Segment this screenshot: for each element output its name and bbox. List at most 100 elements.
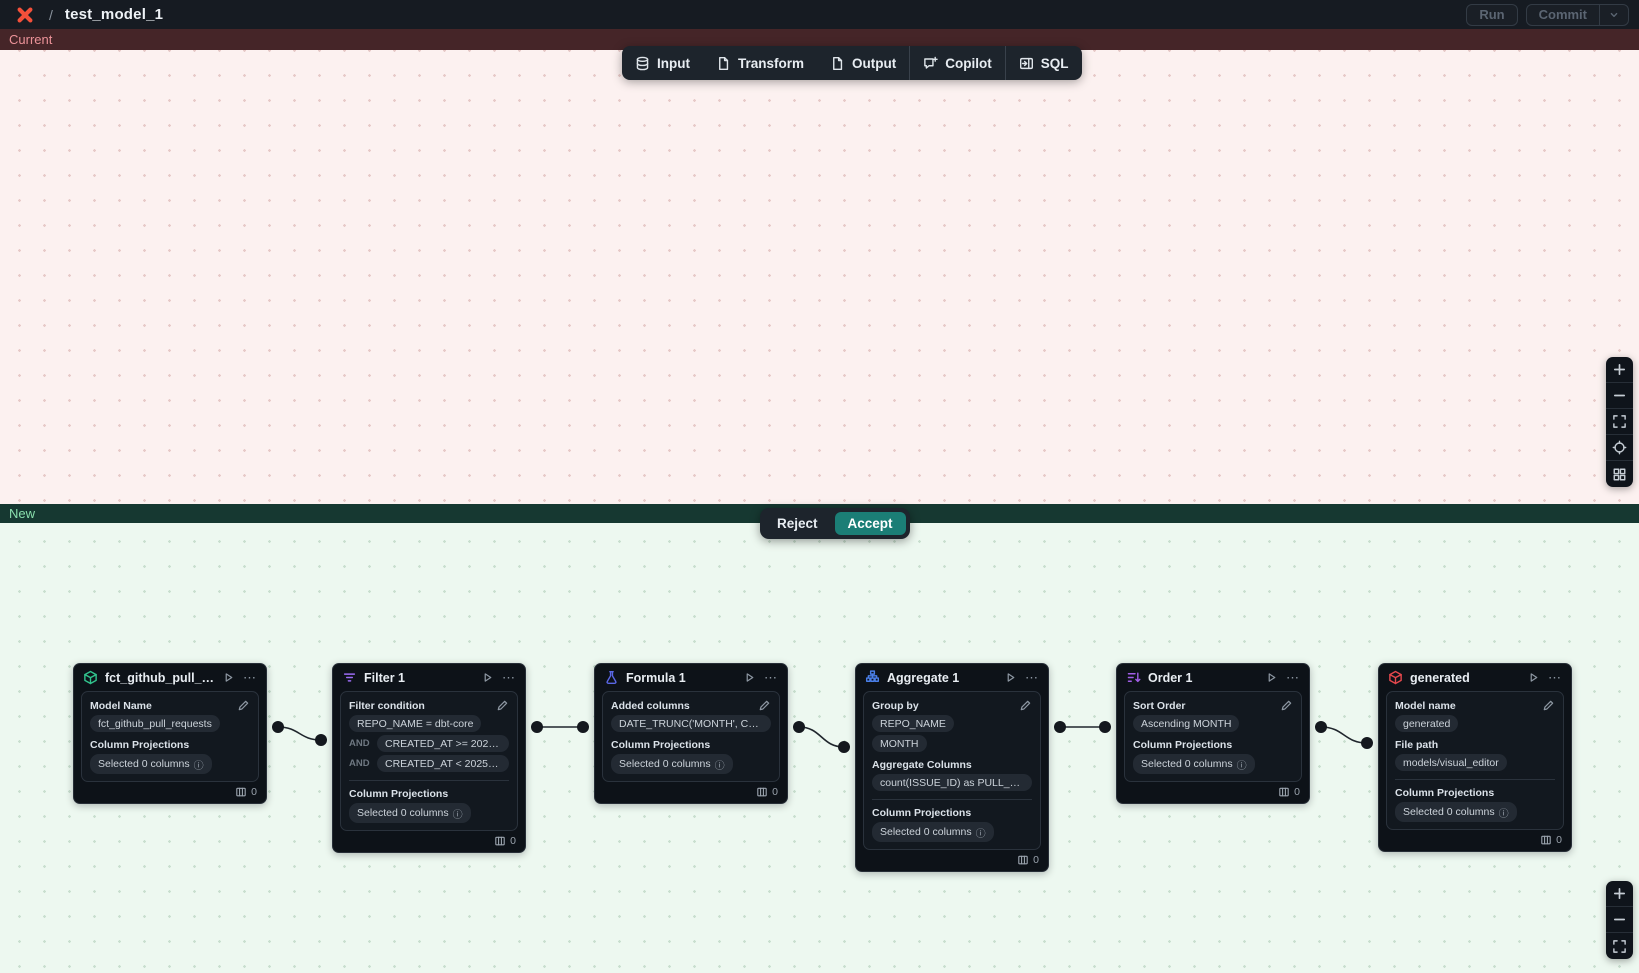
toolbar-button-input[interactable]: Input bbox=[622, 46, 703, 80]
database-icon bbox=[635, 56, 650, 71]
edit-pencil-icon[interactable] bbox=[1542, 699, 1555, 712]
node-header: Filter 1⋯ bbox=[333, 664, 525, 691]
value-pill[interactable]: Ascending MONTH bbox=[1133, 715, 1240, 732]
edit-pencil-icon[interactable] bbox=[758, 699, 771, 712]
info-icon[interactable]: ⓘ bbox=[452, 809, 463, 821]
reject-button[interactable]: Reject bbox=[764, 512, 831, 535]
zoom-out-button[interactable] bbox=[1606, 907, 1633, 933]
toolbar-button-transform[interactable]: Transform bbox=[703, 46, 817, 80]
app-logo-icon[interactable] bbox=[15, 5, 35, 25]
pencil-icon bbox=[759, 700, 770, 711]
play-icon[interactable] bbox=[743, 671, 756, 684]
value-pill[interactable]: count(ISSUE_ID) as PULL_REQUEST_… bbox=[872, 774, 1032, 791]
columns-icon bbox=[1279, 787, 1289, 797]
current-canvas[interactable] bbox=[0, 50, 1639, 504]
section-label: Column Projections bbox=[1133, 739, 1233, 751]
info-icon[interactable]: ⓘ bbox=[1236, 760, 1247, 772]
edge-source-handle[interactable] bbox=[1315, 721, 1327, 733]
toolbar-button-label: Transform bbox=[738, 55, 805, 71]
edge-source-handle[interactable] bbox=[272, 721, 284, 733]
value-pill-text: Selected 0 columns bbox=[1403, 806, 1495, 818]
value-pill[interactable]: MONTH bbox=[872, 735, 927, 752]
fit-view-button[interactable] bbox=[1606, 409, 1633, 435]
new-label: New bbox=[9, 506, 36, 521]
toolbar-button-copilot[interactable]: Copilot bbox=[910, 46, 1005, 80]
edit-pencil-icon[interactable] bbox=[496, 699, 509, 712]
node-footer: 0 bbox=[333, 831, 525, 852]
play-icon[interactable] bbox=[1527, 671, 1540, 684]
value-pill[interactable]: CREATED_AT >= 2024-12-01 bbox=[377, 735, 509, 752]
edge-target-handle[interactable] bbox=[577, 721, 589, 733]
database-icon bbox=[636, 56, 649, 70]
hierarchy-icon bbox=[865, 670, 880, 685]
minimap-button[interactable] bbox=[1606, 461, 1633, 487]
value-pill-text: Ascending MONTH bbox=[1141, 717, 1232, 730]
info-icon[interactable]: ⓘ bbox=[975, 828, 986, 840]
commit-dropdown-button[interactable] bbox=[1599, 4, 1628, 25]
columns-icon bbox=[1278, 786, 1290, 798]
edit-pencil-icon[interactable] bbox=[1280, 699, 1293, 712]
copilot-icon bbox=[923, 56, 939, 71]
more-options-icon[interactable]: ⋯ bbox=[1286, 670, 1300, 685]
run-button[interactable]: Run bbox=[1466, 3, 1518, 26]
row-count: 0 bbox=[1294, 786, 1300, 798]
value-pill[interactable]: CREATED_AT < 2025-03-01 bbox=[377, 755, 509, 772]
edge-target-handle[interactable] bbox=[838, 741, 850, 753]
value-pill[interactable]: REPO_NAME = dbt-core bbox=[349, 715, 482, 732]
commit-label[interactable]: Commit bbox=[1538, 7, 1587, 22]
more-options-icon[interactable]: ⋯ bbox=[243, 670, 257, 685]
value-pill[interactable]: models/visual_editor bbox=[1395, 754, 1507, 771]
more-options-icon[interactable]: ⋯ bbox=[1548, 670, 1562, 685]
commit-button[interactable]: Commit bbox=[1525, 3, 1629, 26]
play-icon[interactable] bbox=[1004, 671, 1017, 684]
play-icon[interactable] bbox=[481, 671, 494, 684]
value-pill-text: Selected 0 columns bbox=[880, 826, 972, 838]
graph-node-fct_github_pull_requests[interactable]: fct_github_pull_requests⋯Model Namefct_g… bbox=[73, 663, 267, 804]
new-canvas[interactable]: fct_github_pull_requests⋯Model Namefct_g… bbox=[0, 523, 1639, 973]
cube-icon bbox=[1389, 670, 1402, 685]
more-options-icon[interactable]: ⋯ bbox=[502, 670, 516, 685]
more-options-icon[interactable]: ⋯ bbox=[1025, 670, 1039, 685]
value-pill[interactable]: REPO_NAME bbox=[872, 715, 954, 732]
section-header: Column Projections bbox=[90, 739, 250, 751]
info-icon[interactable]: ⓘ bbox=[193, 760, 204, 772]
edit-pencil-icon[interactable] bbox=[237, 699, 250, 712]
edge-source-handle[interactable] bbox=[531, 721, 543, 733]
zoom-out-button[interactable] bbox=[1606, 383, 1633, 409]
toolbar-button-output[interactable]: Output bbox=[817, 46, 909, 80]
play-icon[interactable] bbox=[222, 671, 235, 684]
edge-source-handle[interactable] bbox=[1054, 721, 1066, 733]
toolbar-button-sql[interactable]: SQL bbox=[1006, 46, 1082, 80]
zoom-in-button[interactable] bbox=[1606, 881, 1633, 907]
more-options-icon[interactable]: ⋯ bbox=[764, 670, 778, 685]
locate-button[interactable] bbox=[1606, 435, 1633, 461]
section-row: generated bbox=[1395, 715, 1555, 732]
fit-view-button[interactable] bbox=[1606, 933, 1633, 959]
value-pill[interactable]: DATE_TRUNC('MONTH', CREATED_AT… bbox=[611, 715, 771, 732]
info-icon[interactable]: ⓘ bbox=[1498, 808, 1509, 820]
play-icon[interactable] bbox=[1265, 671, 1278, 684]
value-pill[interactable]: fct_github_pull_requests bbox=[90, 715, 220, 732]
value-pill[interactable]: generated bbox=[1395, 715, 1459, 732]
info-icon[interactable]: ⓘ bbox=[714, 760, 725, 772]
edit-pencil-icon[interactable] bbox=[1019, 699, 1032, 712]
edge-source-handle[interactable] bbox=[793, 721, 805, 733]
zoom-in-button[interactable] bbox=[1606, 357, 1633, 383]
accept-button[interactable]: Accept bbox=[834, 512, 906, 535]
hierarchy-icon bbox=[865, 670, 880, 682]
edge-target-handle[interactable] bbox=[315, 734, 327, 746]
edge-target-handle[interactable] bbox=[1361, 737, 1373, 749]
edge-target-handle[interactable] bbox=[1099, 721, 1111, 733]
